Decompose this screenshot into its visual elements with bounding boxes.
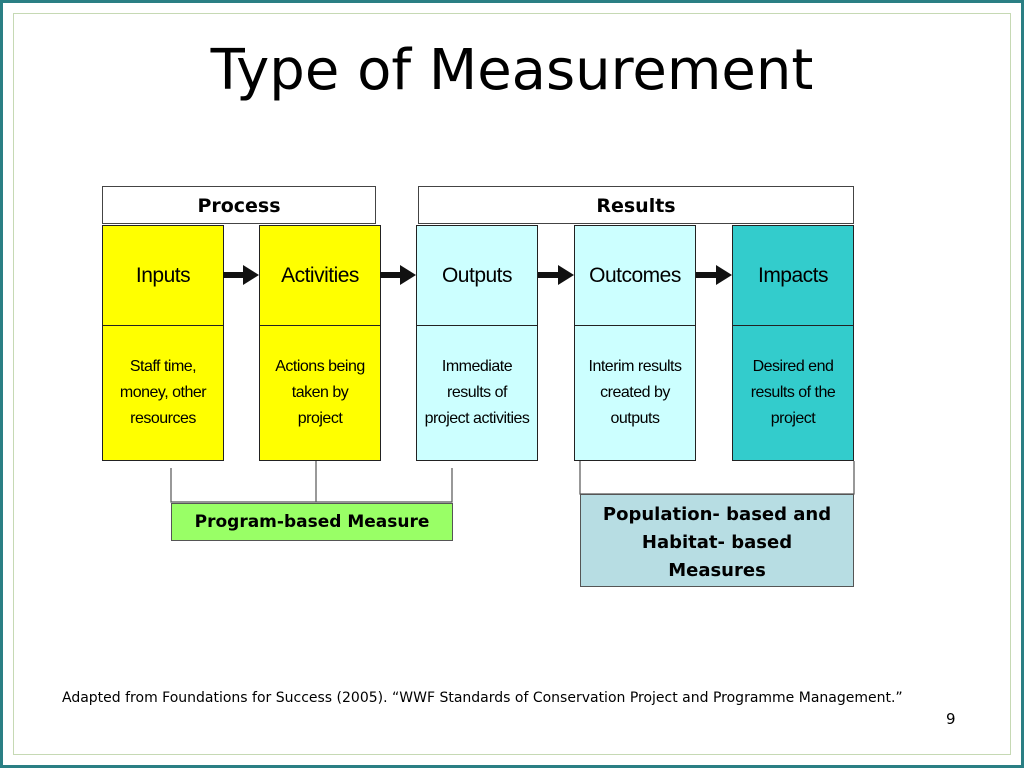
stage-activities-name: Activities bbox=[260, 226, 380, 326]
stage-inputs-name: Inputs bbox=[103, 226, 223, 326]
stage-impacts-description: Desired end results of the project bbox=[750, 358, 836, 427]
stage-outcomes: Outcomes Interim results created by outp… bbox=[574, 225, 696, 461]
program-bracket bbox=[170, 468, 453, 503]
slide-title: Type of Measurement bbox=[210, 38, 814, 103]
stage-outcomes-description: Interim results created by outputs bbox=[588, 358, 682, 427]
population-bracket bbox=[579, 461, 855, 495]
stage-outputs-name: Outputs bbox=[417, 226, 537, 326]
arrow-right-icon bbox=[380, 265, 416, 285]
program-based-measure: Program-based Measure bbox=[171, 503, 453, 541]
stage-inputs-description: Staff time, money, other resources bbox=[119, 358, 207, 427]
arrow-right-icon bbox=[223, 265, 259, 285]
stage-outputs: Outputs Immediate results of project act… bbox=[416, 225, 538, 461]
stage-impacts: Impacts Desired end results of the proje… bbox=[732, 225, 854, 461]
citation: Adapted from Foundations for Success (20… bbox=[62, 690, 903, 706]
stage-outputs-description: Immediate results of project activities bbox=[424, 358, 530, 427]
results-header: Results bbox=[418, 186, 854, 224]
stage-inputs: Inputs Staff time, money, other resource… bbox=[102, 225, 224, 461]
page-number: 9 bbox=[946, 710, 956, 728]
population-based-measure: Population- based and Habitat- based Mea… bbox=[580, 494, 854, 587]
stage-activities: Activities Actions being taken by projec… bbox=[259, 225, 381, 461]
arrow-right-icon bbox=[538, 265, 574, 285]
arrow-right-icon bbox=[696, 265, 732, 285]
process-header: Process bbox=[102, 186, 376, 224]
slide-inner-frame bbox=[13, 13, 1011, 755]
stage-activities-description: Actions being taken by project bbox=[275, 358, 365, 427]
stage-impacts-name: Impacts bbox=[733, 226, 853, 326]
stage-outcomes-name: Outcomes bbox=[575, 226, 695, 326]
